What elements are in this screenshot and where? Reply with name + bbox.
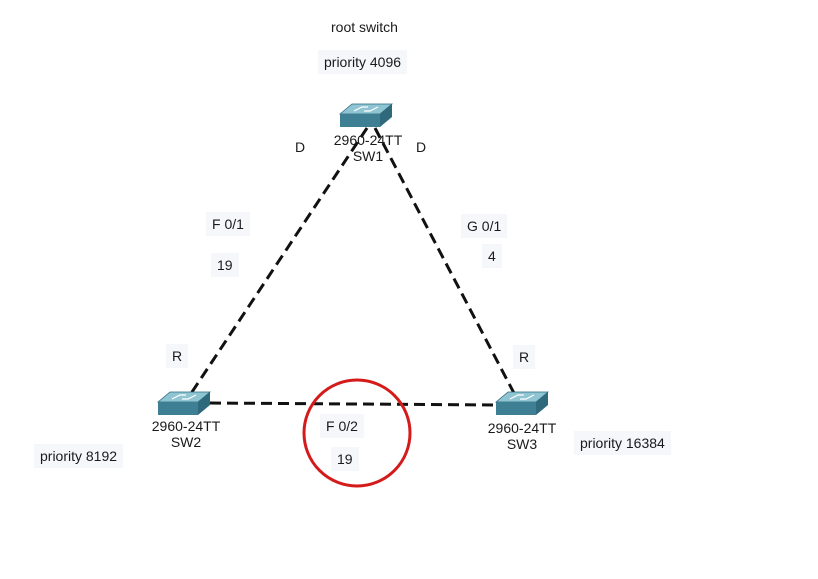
switch-front-face	[340, 114, 380, 127]
switch-front-face	[158, 402, 198, 415]
switch-arrow	[182, 394, 197, 400]
link-sw1-sw2-interface: F 0/1	[206, 212, 250, 236]
sw2-model: 2960-24TT	[151, 418, 221, 434]
switch-arrow	[364, 106, 379, 112]
sw1-priority-label: priority 4096	[318, 50, 408, 74]
sw3-port-role: R	[513, 345, 536, 369]
sw2-priority-label: priority 8192	[34, 444, 124, 468]
sw1-model: 2960-24TT	[333, 132, 403, 148]
sw1-sw3-port-role: D	[416, 139, 427, 155]
sw3-priority-label: priority 16384	[574, 431, 671, 455]
sw1-sw2-port-role: D	[295, 139, 306, 155]
switch-side-face	[536, 392, 548, 415]
link-sw2-sw3	[209, 401, 501, 407]
switch-arrow	[520, 394, 535, 400]
sw3-model: 2960-24TT	[487, 420, 557, 436]
sw1-name: SW1	[352, 148, 384, 164]
switch-icon-sw1[interactable]	[338, 103, 394, 127]
switch-arrow	[509, 394, 524, 400]
switch-front-face	[496, 402, 536, 415]
root-switch-label: root switch	[331, 19, 398, 35]
link-sw1-sw2-cost: 19	[211, 253, 239, 277]
switch-icon-sw3[interactable]	[494, 391, 550, 415]
link-sw2-sw3-interface: F 0/2	[320, 414, 364, 438]
sw2-port-role: R	[166, 344, 189, 368]
switch-side-face	[380, 104, 392, 127]
highlight-circle	[302, 378, 412, 488]
link-sw1-sw3-cost: 4	[482, 244, 502, 268]
link-sw1-sw3-interface: G 0/1	[461, 214, 508, 238]
switch-side-face	[198, 392, 210, 415]
sw3-name: SW3	[506, 436, 538, 452]
sw2-name: SW2	[170, 434, 202, 450]
link-sw2-sw3-cost: 19	[331, 447, 359, 471]
sw3-device-label: 2960-24TT SW3	[488, 420, 556, 452]
switch-arrow	[171, 394, 186, 400]
switch-icon-sw2[interactable]	[156, 391, 212, 415]
switch-arrow	[353, 106, 368, 112]
sw1-device-label: 2960-24TT SW1	[334, 132, 402, 164]
sw2-device-label: 2960-24TT SW2	[152, 418, 220, 450]
link-sw1-sw2	[188, 127, 369, 396]
